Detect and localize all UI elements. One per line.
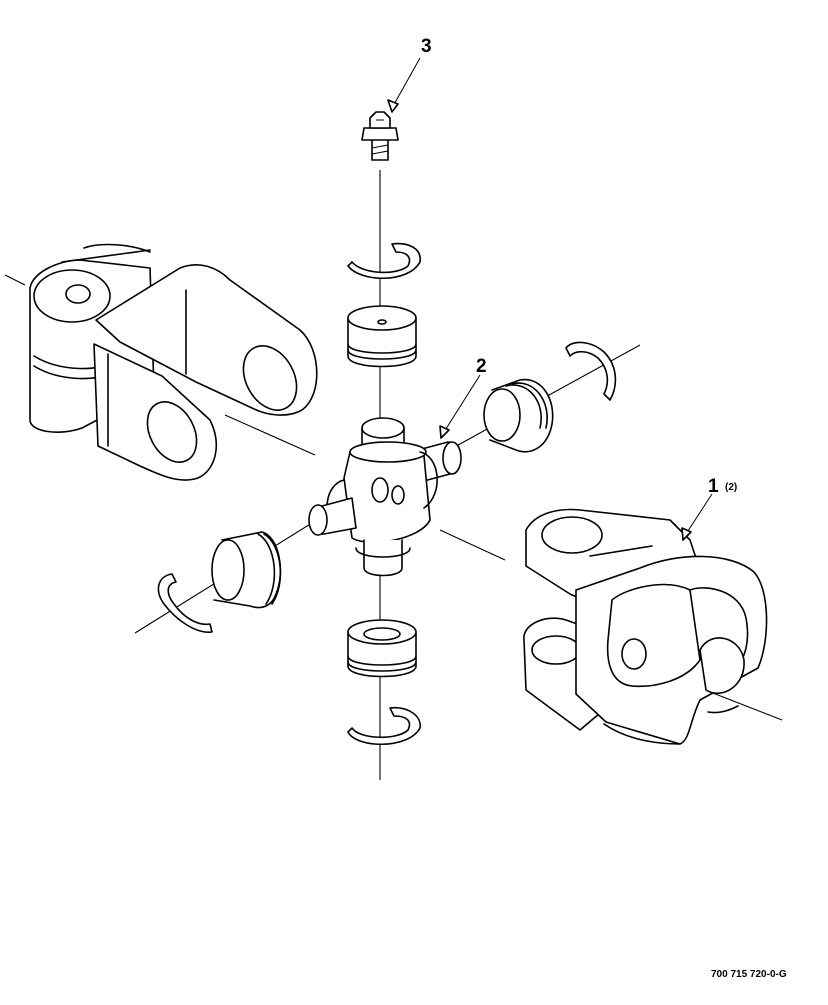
leader-lines <box>387 57 713 541</box>
bearing-cup-upper <box>347 305 417 368</box>
callout-3-number: 3 <box>421 36 432 57</box>
callout-1: 1 (2) <box>708 476 737 497</box>
bearing-cup-left <box>211 531 282 609</box>
callout-3: 3 <box>421 36 432 57</box>
snap-ring-left <box>157 573 213 633</box>
snap-ring-lower <box>347 706 421 746</box>
bearing-cup-lower <box>347 619 417 678</box>
yoke-right <box>523 508 768 745</box>
grease-fitting <box>361 111 399 161</box>
callout-1-number: 1 <box>708 476 719 497</box>
snap-ring-upper <box>347 242 421 280</box>
document-number: 700 715 720-0-G <box>711 969 787 980</box>
cross-spider <box>308 417 462 577</box>
callout-1-quantity: (2) <box>725 482 737 493</box>
callout-2: 2 <box>476 356 487 377</box>
yoke-left <box>29 243 318 481</box>
snap-ring-right <box>565 341 617 401</box>
callout-2-number: 2 <box>476 356 487 377</box>
bearing-cup-right <box>483 378 554 453</box>
